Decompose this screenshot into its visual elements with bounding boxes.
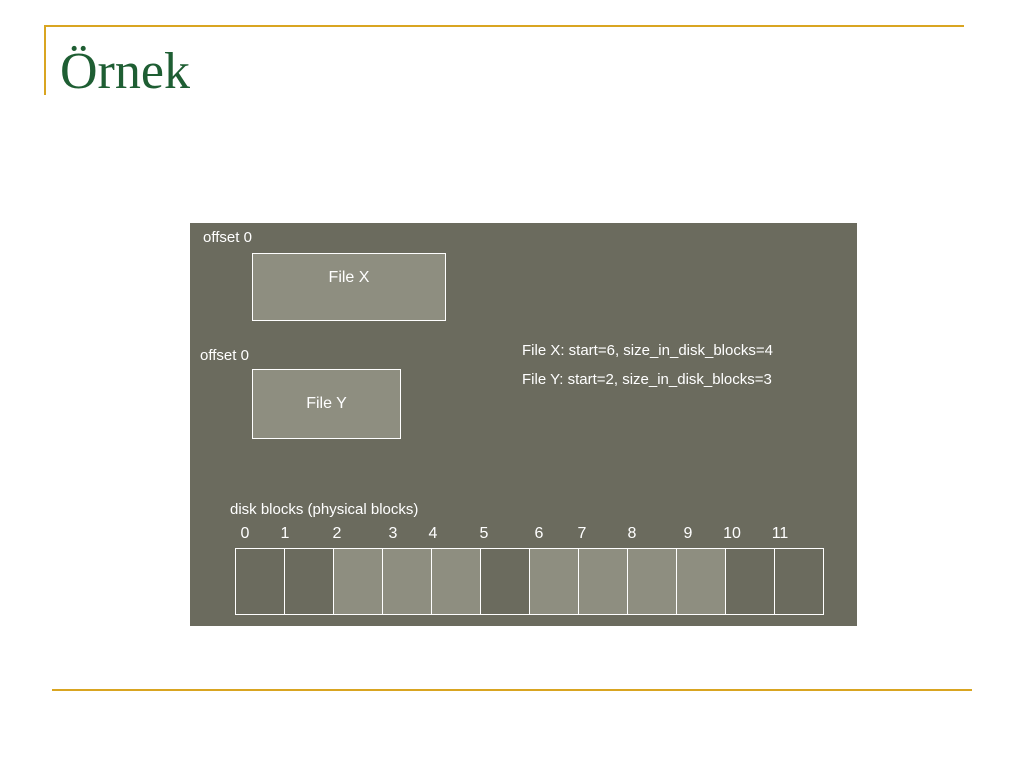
file-y-label: File Y [306,395,347,412]
disk-block-6 [530,548,579,615]
disk-block-number-4: 4 [428,525,438,542]
disk-block-number-9: 9 [683,525,693,542]
title-top-rule [44,25,964,27]
file-x-label: File X [328,269,370,286]
file-y-offset-label: offset 0 [200,347,249,364]
disk-allocation-diagram: offset 0 File X offset 0 File Y File X: … [190,223,857,626]
disk-block-4 [432,548,481,615]
disk-block-number-7: 7 [577,525,587,542]
disk-block-number-8: 8 [627,525,637,542]
disk-block-number-5: 5 [479,525,489,542]
disk-block-8 [628,548,677,615]
disk-block-7 [579,548,628,615]
bottom-rule [52,689,972,691]
disk-block-number-2: 2 [332,525,342,542]
disk-block-row [235,548,824,615]
disk-block-number-6: 6 [534,525,544,542]
file-y-description: File Y: start=2, size_in_disk_blocks=3 [522,371,772,388]
disk-block-2 [334,548,383,615]
disk-block-3 [383,548,432,615]
file-y-box: File Y [252,369,401,439]
disk-block-1 [285,548,334,615]
disk-block-0 [236,548,285,615]
disk-block-number-11: 11 [771,525,789,542]
file-x-box: File X [252,253,446,321]
disk-block-number-10: 10 [723,525,741,542]
disk-block-9 [677,548,726,615]
disk-block-10 [726,548,775,615]
disk-block-5 [481,548,530,615]
title-left-rule [44,25,46,95]
disk-block-number-1: 1 [280,525,290,542]
slide-title: Örnek [60,43,190,100]
disk-block-number-3: 3 [388,525,398,542]
disk-block-number-0: 0 [240,525,250,542]
disk-blocks-label: disk blocks (physical blocks) [230,501,419,518]
disk-block-11 [775,548,824,615]
file-x-offset-label: offset 0 [203,229,252,246]
file-x-description: File X: start=6, size_in_disk_blocks=4 [522,342,773,359]
